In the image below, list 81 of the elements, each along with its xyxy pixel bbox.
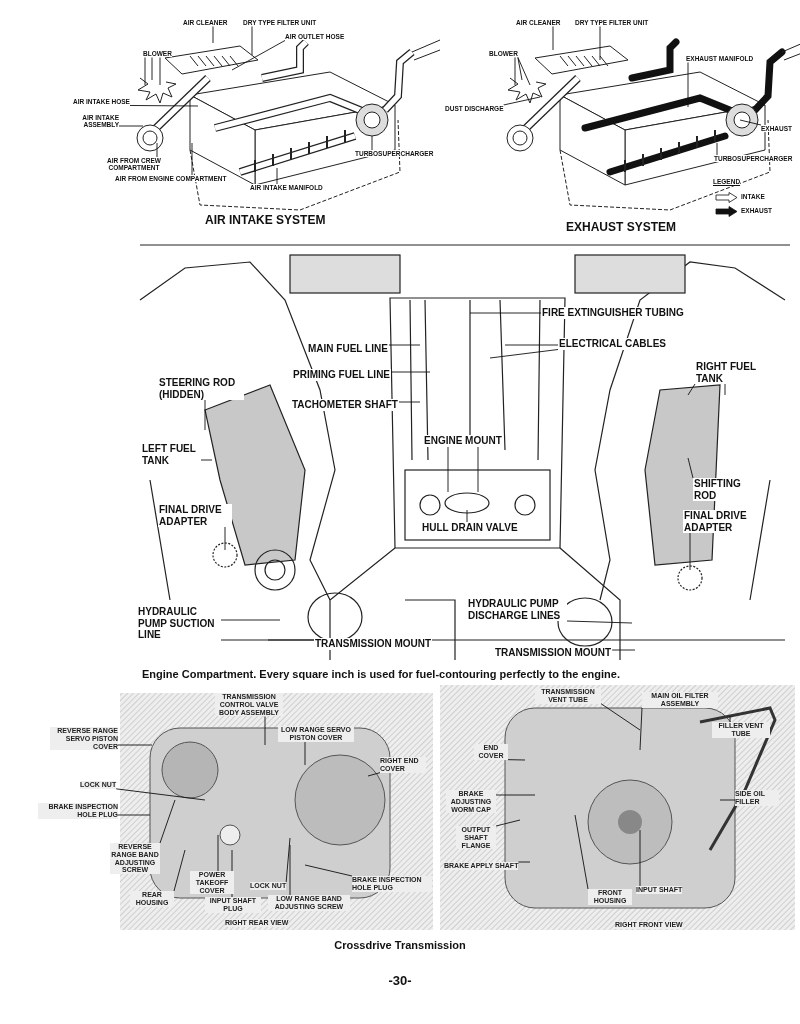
leader-line bbox=[220, 619, 281, 621]
leader-line bbox=[224, 526, 226, 551]
leader-line bbox=[217, 834, 219, 872]
leader-line bbox=[115, 788, 206, 801]
leader-line bbox=[200, 459, 213, 461]
part-label: MAIN FUEL LINE bbox=[307, 343, 389, 355]
leader-line bbox=[719, 799, 736, 801]
part-label: STEERING ROD (HIDDEN) bbox=[158, 377, 244, 400]
leader-line bbox=[489, 349, 559, 359]
leader-line bbox=[156, 142, 158, 158]
title: AIR INTAKE SYSTEM bbox=[205, 214, 326, 228]
leader-line bbox=[285, 837, 291, 883]
part-label: PRIMING FUEL LINE bbox=[292, 369, 392, 381]
leader-line bbox=[276, 167, 278, 185]
leader-line bbox=[212, 26, 214, 44]
part-label: TRANSMISSION MOUNT bbox=[314, 638, 433, 650]
leader-line bbox=[599, 26, 601, 61]
leader-line bbox=[507, 759, 526, 761]
leader-line bbox=[517, 57, 531, 86]
leader-line bbox=[159, 799, 176, 844]
leader-line bbox=[144, 57, 146, 86]
leader-line bbox=[191, 142, 193, 176]
part-label: FINAL DRIVE ADAPTER bbox=[158, 504, 232, 527]
leader-line bbox=[204, 399, 206, 431]
part-label: HYDRAULIC PUMP SUCTION LINE bbox=[137, 606, 221, 641]
leader-line bbox=[574, 814, 589, 890]
leader-line bbox=[367, 772, 381, 777]
leader-line bbox=[716, 142, 718, 156]
leader-line bbox=[517, 57, 523, 81]
leader-line bbox=[504, 344, 559, 346]
leader-line bbox=[304, 864, 353, 877]
leader-line bbox=[729, 715, 731, 723]
leader-line bbox=[687, 62, 689, 108]
leader-line bbox=[517, 861, 531, 863]
leader-line bbox=[639, 829, 641, 887]
leader-line bbox=[118, 125, 144, 127]
leader-line bbox=[477, 446, 479, 493]
part-label: HYDRAULIC PUMP DISCHARGE LINES bbox=[467, 598, 567, 621]
part-label: ELECTRICAL CABLES bbox=[558, 338, 668, 350]
part-label: TACHOMETER SHAFT bbox=[291, 399, 399, 411]
leader-line bbox=[469, 312, 542, 314]
leader-line bbox=[687, 457, 694, 479]
title: EXHAUST SYSTEM bbox=[566, 221, 676, 235]
leader-line bbox=[264, 716, 266, 746]
part-label: HULL DRAIN VALVE bbox=[421, 522, 519, 534]
leader-line bbox=[639, 707, 643, 751]
leader-line bbox=[151, 57, 153, 81]
leader-line bbox=[159, 57, 161, 86]
leader-line bbox=[495, 819, 521, 827]
part-label: TRANSMISSION MOUNT bbox=[494, 647, 613, 659]
leader-line bbox=[495, 794, 536, 796]
leader-line bbox=[600, 703, 641, 731]
part-label: FIRE EXTINGUISHER TUBING bbox=[541, 307, 685, 319]
page-number: -30- bbox=[387, 974, 413, 989]
leader-line bbox=[724, 383, 726, 396]
leader-line bbox=[117, 814, 151, 816]
leader-line bbox=[689, 532, 691, 571]
leader-line bbox=[388, 344, 421, 346]
leader-line bbox=[739, 119, 762, 126]
leader-line bbox=[398, 401, 421, 403]
leader-line bbox=[267, 639, 315, 641]
leader-line bbox=[611, 649, 636, 651]
figure-caption: Engine Compartment. Every square inch is used for fuel-contouring perfectly to the engine. bbox=[142, 668, 620, 681]
leader-line bbox=[503, 96, 541, 106]
leader-line bbox=[566, 620, 633, 624]
leader-line bbox=[687, 383, 696, 396]
figure-caption: Crossdrive Transmission bbox=[333, 939, 467, 952]
leader-line bbox=[289, 844, 291, 896]
leader-line bbox=[514, 57, 516, 86]
leader-line bbox=[390, 371, 431, 373]
leader-line bbox=[371, 135, 373, 151]
leader-line bbox=[552, 26, 554, 51]
leader-line bbox=[466, 509, 468, 523]
leader-line bbox=[117, 744, 153, 746]
leader-line bbox=[447, 446, 449, 493]
leader-line bbox=[251, 26, 253, 56]
leader-line bbox=[129, 105, 199, 107]
leader-line bbox=[173, 849, 186, 892]
part-label: ENGINE MOUNT bbox=[423, 435, 503, 447]
leader-line bbox=[231, 40, 286, 71]
leader-line bbox=[304, 741, 306, 766]
